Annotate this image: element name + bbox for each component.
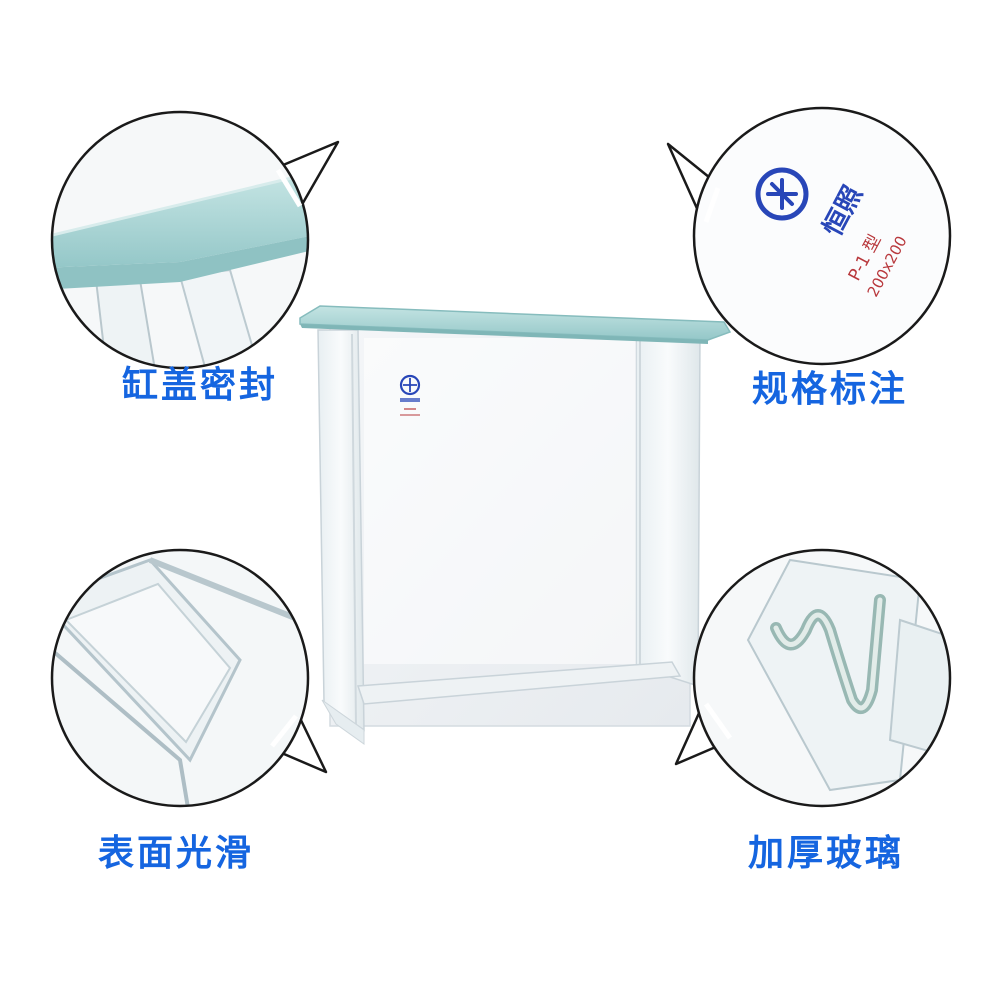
brand-logo bbox=[755, 167, 809, 221]
tank-right-wall bbox=[635, 333, 701, 688]
callout-smooth-surface bbox=[50, 548, 328, 808]
callout-lid-seal bbox=[50, 110, 340, 370]
tank-left-wall bbox=[317, 329, 365, 732]
feature-label-smooth-surface: 表面光滑 bbox=[98, 833, 255, 874]
glass-tank bbox=[299, 305, 732, 745]
callout-spec-label: 恒照 P-1 型 200x200 bbox=[666, 106, 952, 366]
tank-logo bbox=[399, 374, 421, 416]
feature-label-thick-glass: 加厚玻璃 bbox=[748, 833, 905, 874]
feature-label-lid-seal: 缸盖密封 bbox=[122, 365, 279, 406]
feature-label-spec: 规格标注 bbox=[752, 369, 909, 410]
tank-base bbox=[356, 661, 682, 705]
callout-thick-glass bbox=[674, 548, 952, 808]
